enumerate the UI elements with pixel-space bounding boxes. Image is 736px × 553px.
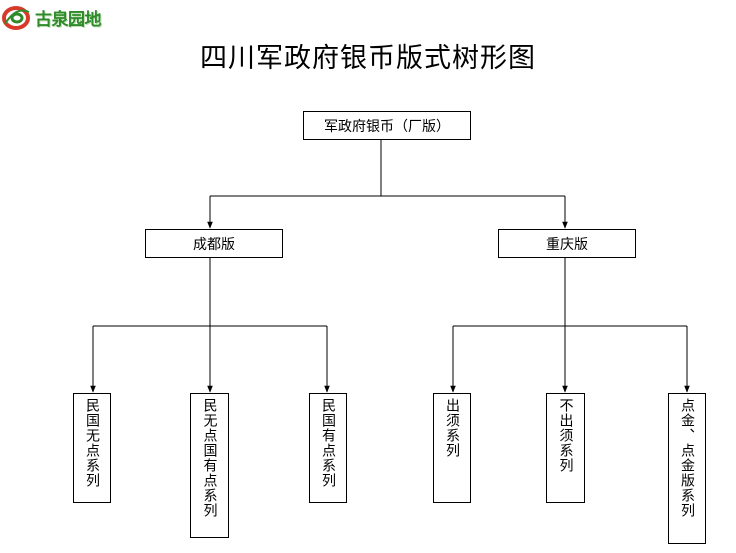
leaf-node-label: 民国有点系列 [320, 398, 336, 488]
leaf-node: 民国有点系列 [309, 393, 347, 503]
branch-node-chengdu: 成都版 [145, 229, 283, 258]
branch-node-label: 成都版 [193, 236, 235, 253]
leaf-node: 出须系列 [433, 393, 471, 503]
leaf-node: 民国无点系列 [73, 393, 111, 503]
page-title: 四川军政府银币版式树形图 [200, 43, 536, 74]
site-logo: 古泉园地 [2, 4, 102, 30]
branch-node-label: 重庆版 [546, 236, 588, 253]
leaf-node-label: 民国无点系列 [84, 398, 100, 488]
logo-text: 古泉园地 [35, 9, 102, 30]
root-node: 军政府银币（厂版） [303, 111, 471, 140]
leaf-node: 民无点国有点系列 [190, 393, 229, 538]
leaf-node-label: 点金、点金版系列 [679, 398, 695, 518]
branch-node-chongqing: 重庆版 [498, 229, 636, 258]
leaf-node: 点金、点金版系列 [668, 393, 706, 544]
leaf-node-label: 民无点国有点系列 [201, 398, 218, 518]
leaf-node-label: 出须系列 [444, 398, 460, 458]
leaf-node-label: 不出须系列 [557, 398, 574, 473]
leaf-node: 不出须系列 [546, 393, 585, 503]
root-node-label: 军政府银币（厂版） [324, 118, 450, 135]
coin-swirl-icon [2, 6, 30, 30]
